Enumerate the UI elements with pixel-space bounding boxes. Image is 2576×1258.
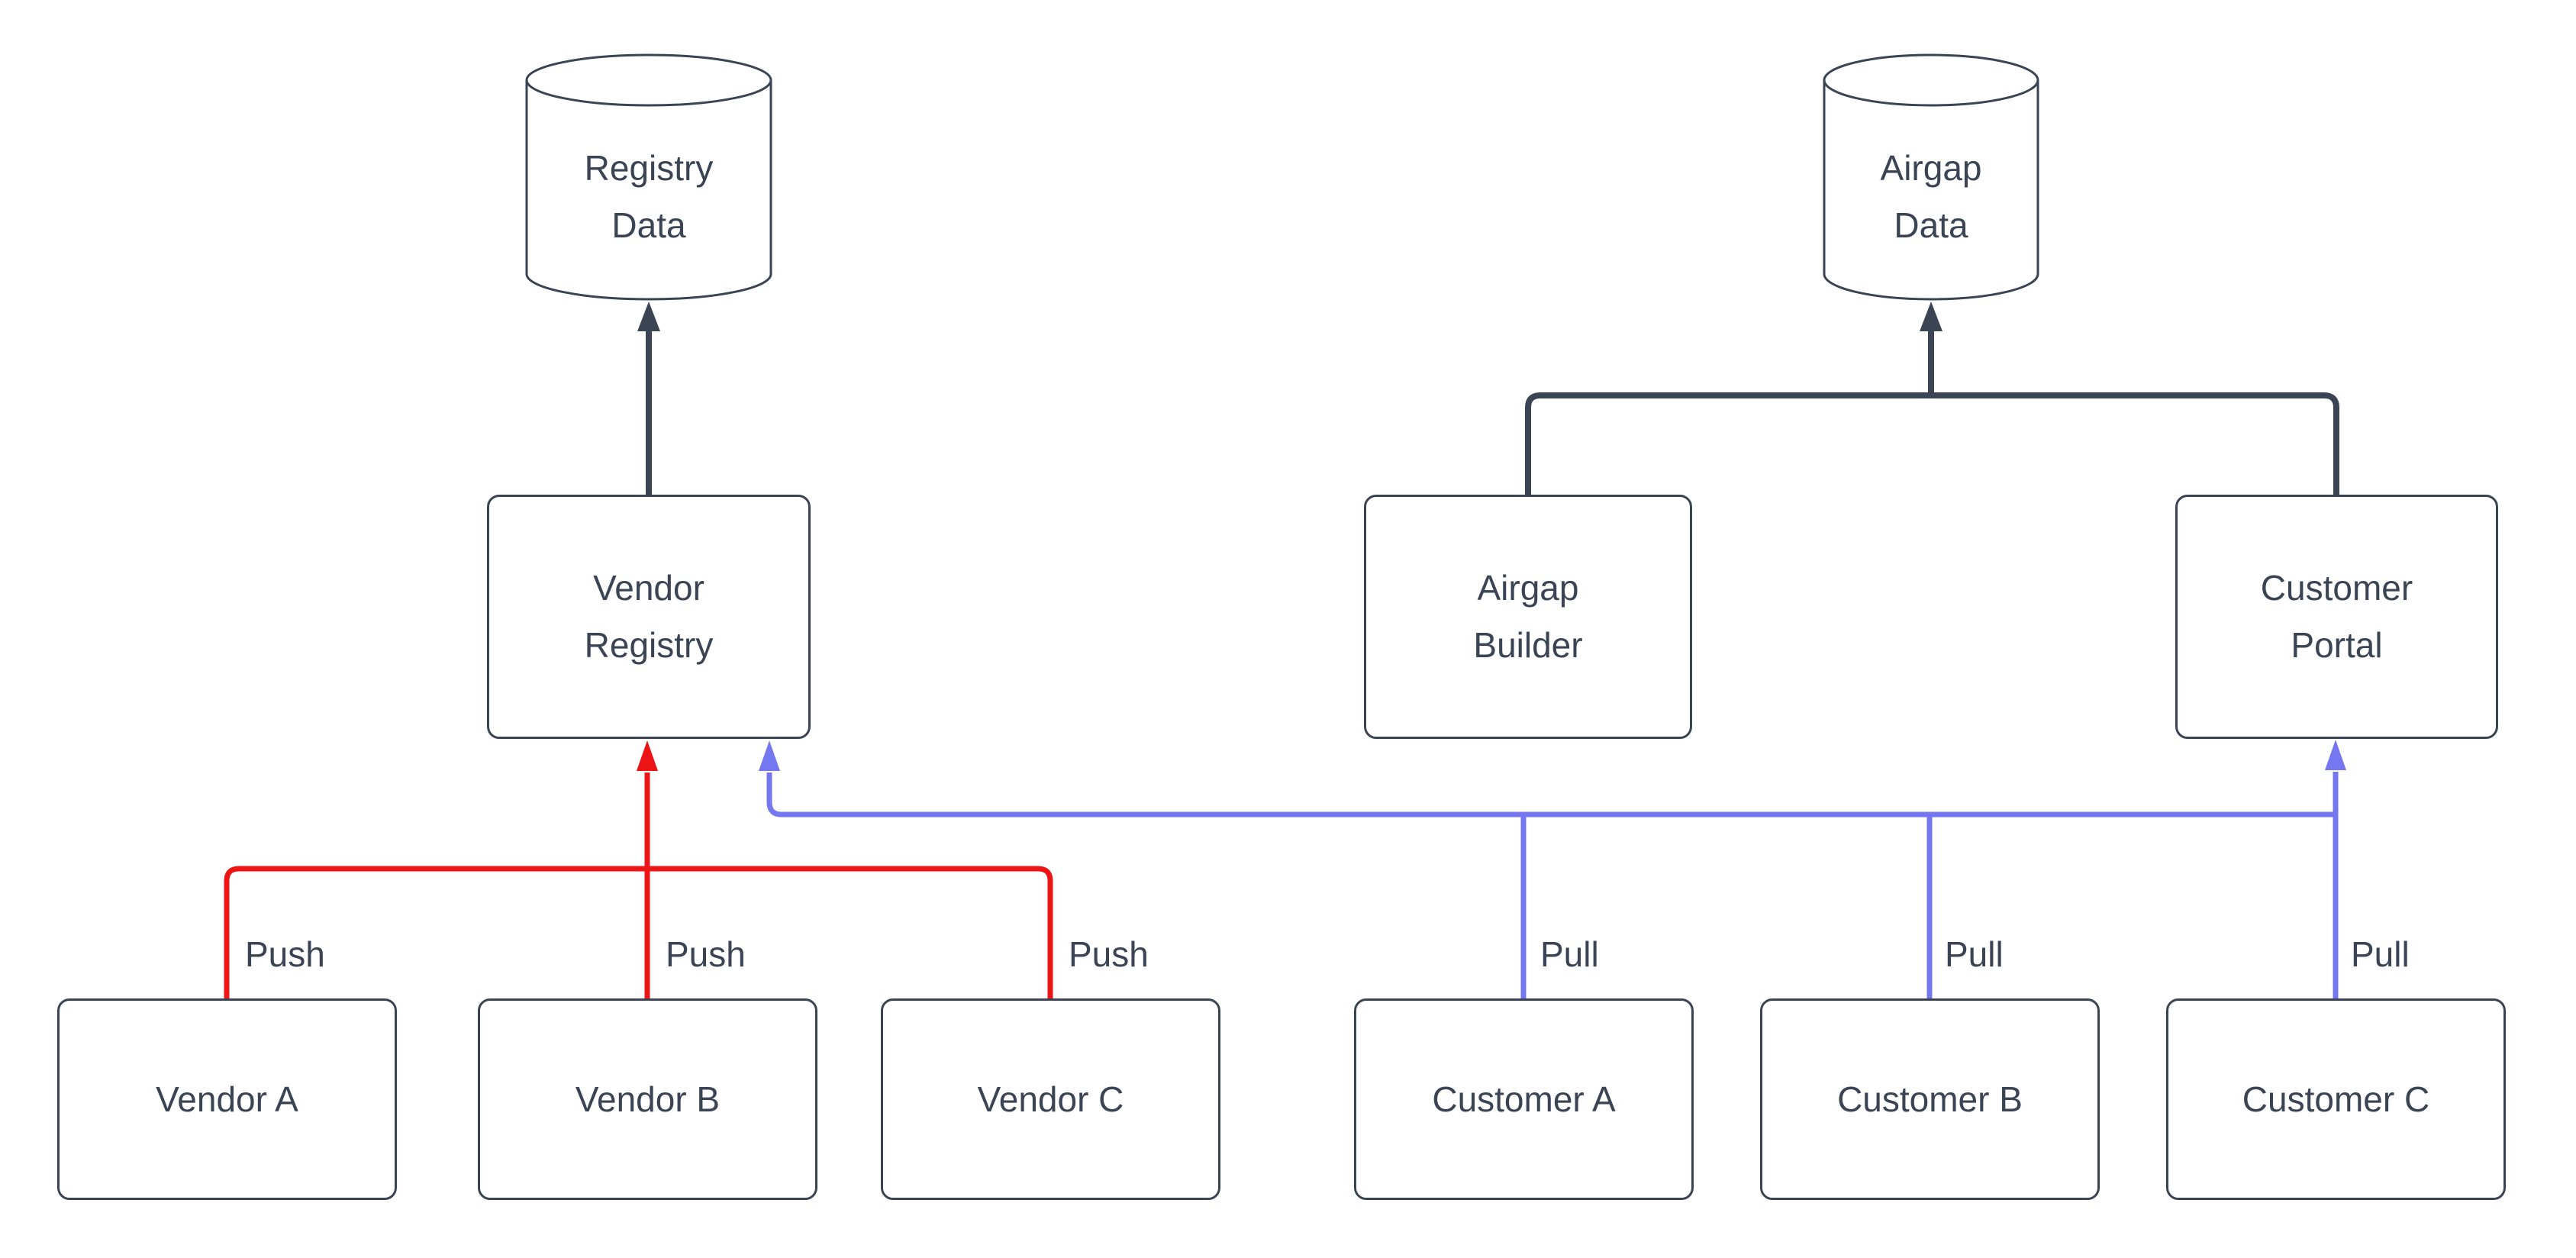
node-registry-data-label: Registry Data: [584, 148, 714, 245]
node-airgap-data-label: Airgap Data: [1880, 148, 1982, 245]
node-vendor-registry: Vendor Registry: [487, 495, 811, 739]
edge-label-push-vendor-c: Push: [1069, 934, 1149, 974]
node-customer-portal: Customer Portal: [2175, 495, 2498, 739]
airgap-data-cylinder-shape: [1823, 53, 2039, 301]
arrowhead-push-vendor-registry: [637, 740, 658, 771]
node-customer-b: Customer B: [1760, 998, 2100, 1200]
edge-builder-portal-trunk: [1525, 392, 2339, 496]
node-customer-c: Customer C: [2166, 998, 2506, 1200]
node-airgap-builder: Airgap Builder: [1364, 495, 1692, 739]
node-customer-a: Customer A: [1354, 998, 1694, 1200]
edge-push-trunk: [224, 866, 1053, 1000]
edge-label-push-vendor-b: Push: [666, 934, 746, 974]
node-vendor-c: Vendor C: [881, 998, 1220, 1200]
arrowhead-pull-vendor-registry: [759, 740, 780, 771]
arrowhead-registry-data: [637, 302, 660, 331]
arrowhead-airgap-data: [1920, 302, 1942, 331]
registry-data-cylinder-shape: [525, 53, 772, 301]
edge-label-pull-customer-b: Pull: [1945, 934, 2004, 974]
arrowhead-pull-customer-portal: [2325, 740, 2346, 770]
edge-label-pull-customer-c: Pull: [2351, 934, 2410, 974]
edge-pull-trunk: [766, 773, 2336, 818]
edge-label-pull-customer-a: Pull: [1540, 934, 1599, 974]
edge-label-push-vendor-a: Push: [245, 934, 325, 974]
node-vendor-a: Vendor A: [57, 998, 397, 1200]
node-vendor-b: Vendor B: [478, 998, 817, 1200]
